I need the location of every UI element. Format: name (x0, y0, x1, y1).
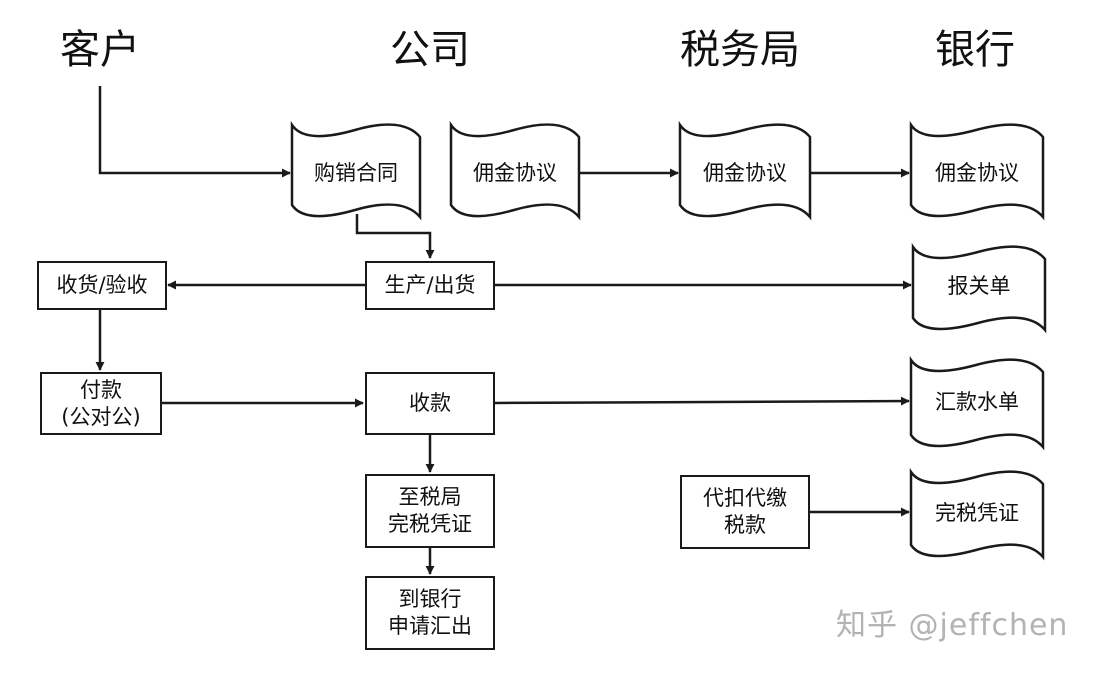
process-to-tax-line2: 完税凭证 (388, 512, 472, 536)
process-produce-ship-label: 生产/出货 (384, 273, 476, 297)
watermark: 知乎 @jeffchen (836, 608, 1069, 643)
doc-shape-commission-bank (909, 120, 1045, 221)
process-payment: 付款 (公对公) (40, 372, 162, 435)
process-withhold-line2: 税款 (724, 513, 766, 537)
process-to-bank-line2: 申请汇出 (388, 614, 472, 638)
process-receive-accept-label: 收货/验收 (56, 273, 148, 297)
process-collect-payment: 收款 (365, 372, 495, 435)
doc-remittance-slip: 汇款水单 (935, 390, 1019, 414)
doc-sales-contract: 购销合同 (314, 161, 398, 185)
lane-tax-bureau: 税务局 (680, 27, 800, 73)
process-payment-line2: (公对公) (61, 404, 141, 429)
doc-commission-tax: 佣金协议 (703, 161, 787, 185)
arrow-contract-to-production (355, 214, 435, 259)
process-produce-ship: 生产/出货 (365, 261, 495, 310)
doc-shape-commission-company (449, 120, 581, 221)
doc-tax-certificate: 完税凭证 (935, 501, 1019, 525)
process-withhold-tax: 代扣代缴 税款 (680, 475, 810, 549)
doc-shape-remittance-slip (909, 355, 1045, 451)
process-withhold-line1: 代扣代缴 (703, 486, 787, 510)
process-to-bank-line1: 到银行 (398, 587, 462, 611)
doc-shape-commission-tax (678, 120, 812, 221)
lane-customer: 客户 (60, 27, 140, 73)
process-to-tax-bureau: 至税局 完税凭证 (365, 474, 495, 548)
process-to-tax-line1: 至税局 (398, 485, 462, 509)
process-receive-accept: 收货/验收 (37, 261, 167, 310)
arrow-collect-to-remittance (494, 396, 910, 406)
process-payment-line1: 付款 (80, 377, 122, 402)
lane-company: 公司 (390, 27, 470, 73)
doc-commission-company: 佣金协议 (473, 161, 557, 185)
process-to-bank: 到银行 申请汇出 (365, 576, 495, 650)
lane-bank: 银行 (935, 27, 1015, 73)
process-collect-payment-label: 收款 (409, 391, 451, 415)
doc-shape-customs-declaration (911, 242, 1047, 334)
doc-shape-sales-contract (290, 120, 422, 221)
doc-commission-bank: 佣金协议 (935, 161, 1019, 185)
doc-customs-declaration: 报关单 (947, 274, 1011, 298)
arrow-customer-to-contract (98, 86, 291, 178)
doc-shape-tax-certificate (909, 467, 1045, 561)
